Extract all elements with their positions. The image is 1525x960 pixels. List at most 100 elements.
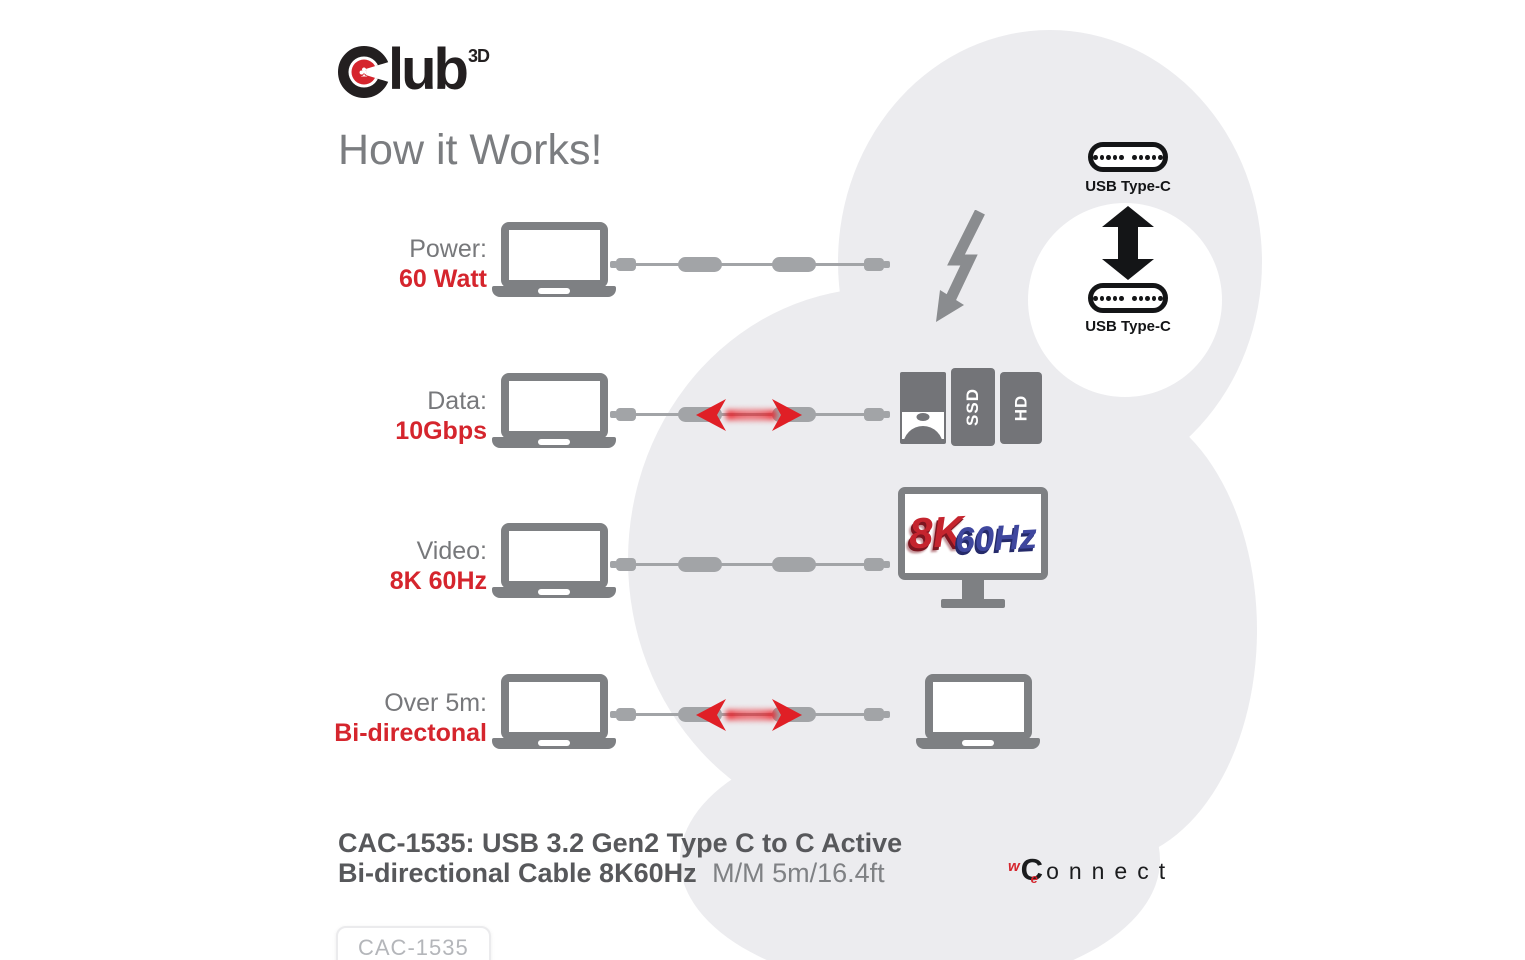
pin-dot	[1112, 154, 1118, 160]
red-arrow-right-icon	[772, 699, 802, 731]
pin-dot	[1119, 154, 1124, 160]
data-label: Data:	[427, 387, 487, 415]
laptop-screen	[500, 523, 608, 589]
weconnect-rest: onnect	[1046, 858, 1176, 884]
product-title-line1: CAC-1535: USB 3.2 Gen2 Type C to C Activ…	[338, 828, 903, 858]
pin-dot	[1132, 154, 1137, 160]
red-arrow-right-icon	[772, 399, 802, 431]
cable-graphic-bidirectional	[610, 397, 890, 433]
usb-type-c-connector-icon	[1088, 142, 1168, 172]
laptop-base	[916, 738, 1040, 749]
usb-plug-icon	[610, 708, 636, 721]
cable-line	[620, 563, 880, 566]
ssd-label: SSD	[963, 388, 982, 426]
laptop-icon	[492, 222, 616, 297]
pin-dot	[1151, 154, 1157, 160]
laptop-icon	[916, 674, 1040, 749]
usb-plug-icon	[864, 258, 890, 271]
over5m-value: Bi-directonal	[334, 719, 487, 747]
product-title-line2-specs: M/M 5m/16.4ft	[712, 858, 885, 888]
60hz-text: 60Hz	[954, 516, 1039, 560]
video-label: Video:	[416, 537, 487, 565]
lightning-icon	[936, 210, 985, 322]
pin-dot	[1158, 154, 1164, 160]
hd-label: HD	[1011, 394, 1030, 422]
laptop-icon	[492, 523, 616, 598]
usb-plug-icon	[610, 408, 636, 421]
laptop-screen	[924, 674, 1032, 740]
cable-booster	[678, 257, 722, 272]
monitor-screen: 8K 60Hz	[898, 487, 1048, 580]
row-label-data: Data: 10Gbps	[280, 386, 487, 446]
red-arrow-left-icon	[696, 699, 726, 731]
disc-tray	[902, 421, 944, 439]
weconnect-w: w	[1008, 858, 1020, 875]
ssd-icon: SSD	[951, 368, 995, 446]
cable-line	[620, 263, 880, 266]
red-arrow-left-icon	[696, 399, 726, 431]
laptop-base	[492, 587, 616, 598]
red-glow	[736, 410, 776, 420]
pin-dot	[1106, 295, 1111, 301]
bidirectional-arrow-icon	[1102, 206, 1154, 280]
laptop-icon	[492, 674, 616, 749]
row-label-over5m: Over 5m: Bi-directonal	[280, 688, 487, 748]
usb-type-c-label-bottom: USB Type-C	[1085, 318, 1171, 335]
over5m-label: Over 5m:	[384, 689, 487, 717]
pin-dot	[1106, 154, 1111, 160]
cable-graphic-bidirectional	[610, 697, 890, 733]
monitor-icon: 8K 60Hz	[898, 487, 1048, 608]
pin-dot	[1145, 154, 1150, 160]
product-code-badge: CAC-1535	[336, 926, 491, 960]
laptop-screen	[500, 222, 608, 288]
pin-dot	[1145, 295, 1150, 301]
usb-plug-icon	[864, 708, 890, 721]
pin-dot	[1151, 295, 1157, 301]
pin-dot	[1093, 295, 1098, 301]
power-label: Power:	[409, 235, 487, 263]
cable-booster	[678, 557, 722, 572]
pin-dot	[1119, 295, 1124, 301]
pin-dot	[1093, 154, 1098, 160]
usb-type-c-connector-icon	[1088, 283, 1168, 313]
laptop-screen	[500, 674, 608, 740]
pin-dot	[1158, 295, 1164, 301]
logo-letter-c: ♣	[338, 46, 390, 98]
usb-plug-icon	[610, 558, 636, 571]
usb-type-c-label-top: USB Type-C	[1085, 178, 1171, 195]
laptop-base	[492, 437, 616, 448]
usb-plug-icon	[610, 258, 636, 271]
usb-plug-icon	[864, 558, 890, 571]
weconnect-e: e	[1030, 871, 1038, 886]
row-label-power: Power: 60 Watt	[280, 234, 487, 294]
red-glow	[736, 710, 776, 720]
club3d-logo: ♣ lub 3D	[338, 37, 490, 102]
laptop-base	[492, 738, 616, 749]
club-symbol-icon: ♣	[351, 59, 377, 85]
usb-plug-icon	[864, 408, 890, 421]
cable-booster	[772, 257, 816, 272]
laptop-icon	[492, 373, 616, 448]
cable-graphic	[610, 547, 890, 583]
pin-dot	[1138, 295, 1144, 301]
cable-graphic	[610, 247, 890, 283]
video-value: 8K 60Hz	[389, 567, 487, 595]
drive-enclosure-icon	[900, 372, 946, 444]
monitor-stand	[962, 579, 984, 599]
power-value: 60 Watt	[399, 265, 487, 293]
data-value: 10Gbps	[395, 417, 487, 445]
pin-dot	[1112, 295, 1118, 301]
weconnect-c-letter: C	[1020, 852, 1044, 887]
page-title: How it Works!	[338, 126, 603, 174]
logo-text: lub	[388, 37, 469, 102]
pin-dot	[1099, 295, 1105, 301]
logo-3d-superscript: 3D	[467, 46, 490, 66]
laptop-screen	[500, 373, 608, 439]
club-glyph: ♣	[359, 63, 369, 81]
laptop-base	[492, 286, 616, 297]
pin-dot	[1099, 154, 1105, 160]
